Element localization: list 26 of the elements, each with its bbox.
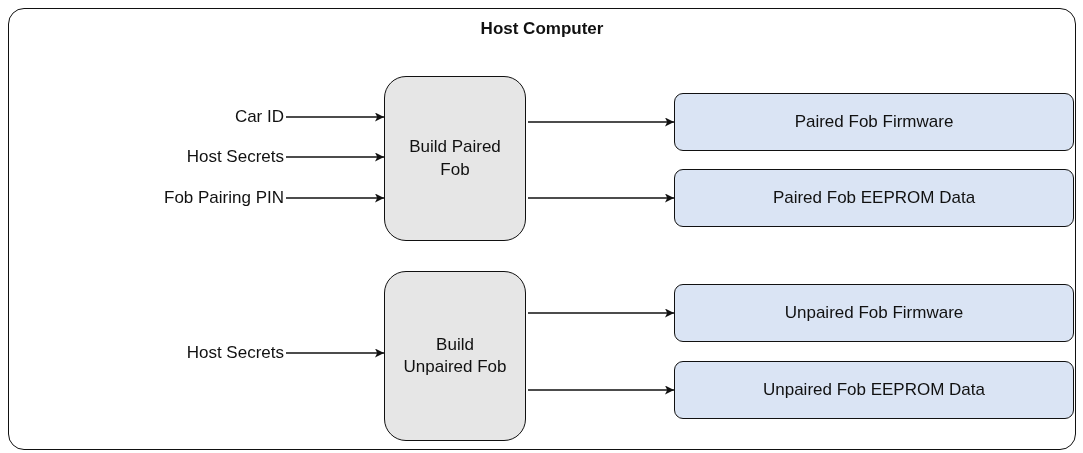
arrow bbox=[527, 308, 675, 318]
arrow bbox=[527, 385, 675, 395]
box-label: Paired Fob EEPROM Data bbox=[772, 186, 976, 209]
input-label: Host Secrets bbox=[186, 147, 284, 167]
process-box bbox=[384, 271, 526, 441]
process-box bbox=[384, 76, 526, 241]
input-label: Fob Pairing PIN bbox=[164, 188, 284, 208]
input-label: Host Secrets bbox=[186, 343, 284, 363]
arrow bbox=[285, 348, 385, 358]
box-label: Unpaired Fob EEPROM Data bbox=[762, 378, 985, 401]
arrow bbox=[527, 117, 675, 127]
panel-title: Host Computer bbox=[479, 19, 605, 39]
box-label: Unpaired Fob Firmware bbox=[784, 301, 964, 324]
output-box bbox=[674, 361, 1074, 419]
box-label: Paired Fob Firmware bbox=[794, 110, 954, 133]
arrow bbox=[527, 193, 675, 203]
arrow bbox=[285, 193, 385, 203]
box-label: Build Paired Fob bbox=[408, 136, 502, 181]
output-box bbox=[674, 284, 1074, 342]
container-panel bbox=[8, 8, 1076, 450]
output-box bbox=[674, 169, 1074, 227]
output-box bbox=[674, 93, 1074, 151]
arrow bbox=[285, 112, 385, 122]
input-label: Car ID bbox=[234, 107, 284, 127]
arrow bbox=[285, 152, 385, 162]
box-label: Build Unpaired Fob bbox=[402, 333, 508, 378]
